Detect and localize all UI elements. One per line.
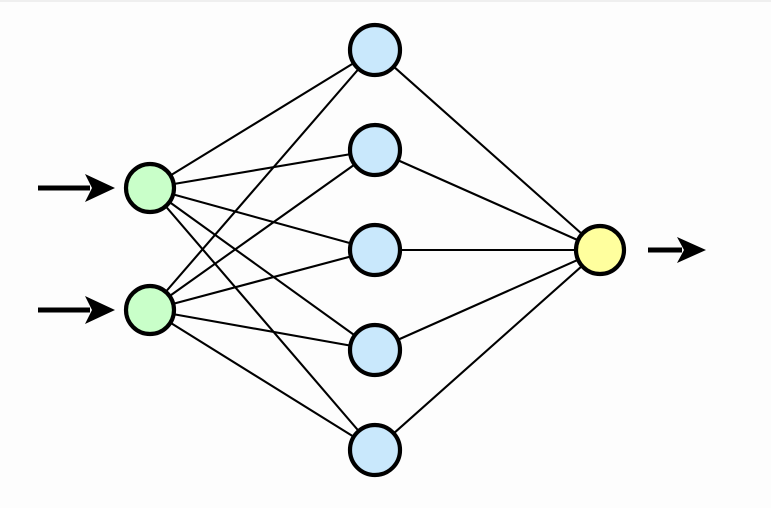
- io-arrows-group: [38, 174, 706, 324]
- edge-input-1-to-hidden-1: [148, 48, 377, 190]
- output-arrow-1: [648, 237, 706, 263]
- layer-output-layer: [573, 223, 627, 277]
- layer-input-layer: [123, 161, 177, 337]
- edge-hidden-1-to-output-1: [373, 48, 602, 252]
- layer-hidden-layer: [347, 22, 403, 478]
- edge-input-1-to-hidden-2: [148, 148, 377, 190]
- edges-group: [148, 48, 602, 452]
- edge-input-2-to-hidden-3: [148, 248, 377, 312]
- node-hidden-5[interactable]: [347, 422, 403, 478]
- edge-hidden-5-to-output-1: [373, 248, 602, 452]
- edge-hidden-4-to-output-1: [373, 248, 602, 352]
- node-hidden-3[interactable]: [347, 222, 403, 278]
- edge-input-2-to-hidden-4: [148, 308, 377, 352]
- edge-input-2-to-hidden-5: [148, 308, 377, 452]
- input-arrow-1-head-icon: [85, 174, 115, 202]
- edge-input-1-to-hidden-5: [148, 186, 377, 452]
- input-arrow-1: [38, 174, 115, 202]
- node-hidden-2[interactable]: [347, 122, 403, 178]
- nodes-group: [123, 22, 627, 478]
- input-arrow-2-head-icon: [85, 296, 115, 324]
- top-hairline-divider: [0, 0, 771, 2]
- node-hidden-1[interactable]: [347, 22, 403, 78]
- edge-input-1-to-hidden-3: [148, 186, 377, 252]
- edge-input-2-to-hidden-2: [148, 148, 377, 312]
- edge-input-1-to-hidden-4: [148, 186, 377, 352]
- node-input-2[interactable]: [123, 283, 177, 337]
- input-arrow-2: [38, 296, 115, 324]
- node-input-1[interactable]: [123, 161, 177, 215]
- output-arrow-1-head-icon: [677, 237, 706, 263]
- node-hidden-4[interactable]: [347, 322, 403, 378]
- edge-hidden-2-to-output-1: [373, 148, 602, 252]
- edge-input-2-to-hidden-1: [148, 48, 377, 312]
- node-output-1[interactable]: [573, 223, 627, 277]
